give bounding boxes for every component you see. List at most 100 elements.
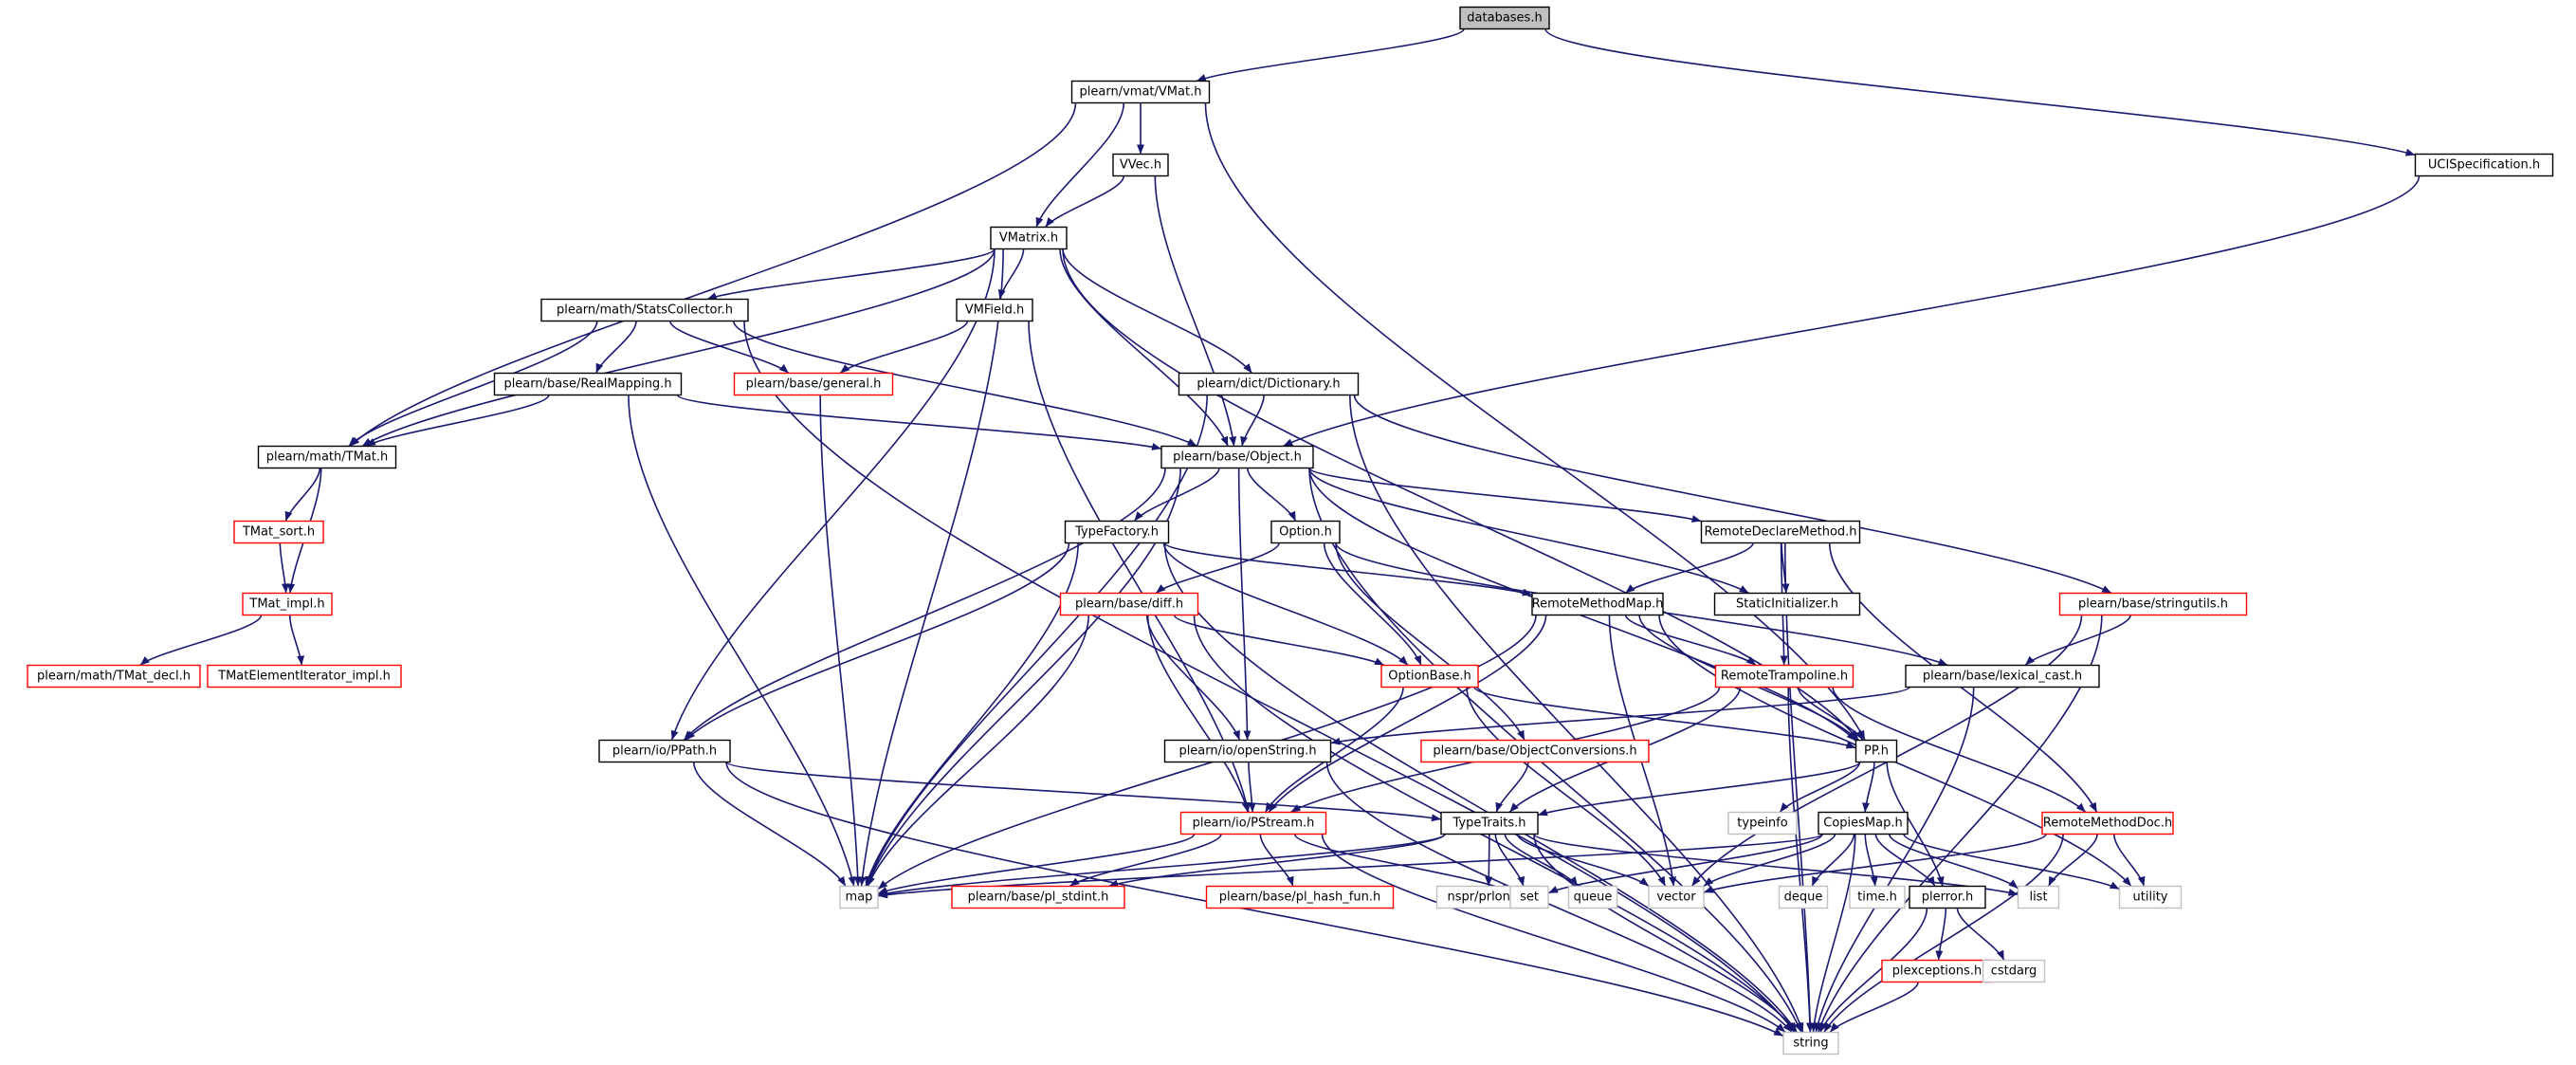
edge-pstream-to-string xyxy=(1321,834,1786,1034)
node-vmatrix[interactable]: VMatrix.h xyxy=(990,226,1068,250)
node-label: RemoteDeclareMethod.h xyxy=(1704,525,1856,540)
node-label: string xyxy=(1793,1037,1828,1051)
node-list[interactable]: list xyxy=(2017,885,2060,909)
node-timeh[interactable]: time.h xyxy=(1849,885,1906,909)
node-label: TMat_sort.h xyxy=(242,525,315,540)
node-label: plearn/base/ObjectConversions.h xyxy=(1433,744,1636,759)
node-remotetrampoline[interactable]: RemoteTrampoline.h xyxy=(1714,664,1854,689)
node-queue[interactable]: queue xyxy=(1567,885,1618,909)
node-cstdarg[interactable]: cstdarg xyxy=(1982,959,2046,983)
node-ppath[interactable]: plearn/io/PPath.h xyxy=(598,739,731,763)
node-remotedeclare[interactable]: RemoteDeclareMethod.h xyxy=(1700,520,1861,544)
node-stringutils[interactable]: plearn/base/stringutils.h xyxy=(2058,592,2248,616)
edge-diff-to-map xyxy=(867,615,1090,887)
node-label: plearn/base/general.h xyxy=(746,377,882,392)
node-vmfield[interactable]: VMField.h xyxy=(956,298,1033,322)
node-plstdint[interactable]: plearn/base/pl_stdint.h xyxy=(951,885,1125,909)
node-utility[interactable]: utility xyxy=(2118,885,2183,909)
node-box xyxy=(1818,811,1909,835)
node-box xyxy=(990,226,1068,250)
node-dictionary[interactable]: plearn/dict/Dictionary.h xyxy=(1178,372,1360,396)
node-box xyxy=(1714,664,1854,689)
node-label: CopiesMap.h xyxy=(1823,817,1902,831)
edge-copiesmap-to-list xyxy=(1888,834,2019,890)
edge-copiesmap-to-vector xyxy=(1703,834,1836,888)
node-staticinit[interactable]: StaticInitializer.h xyxy=(1713,592,1861,616)
edge-lexicalcast-to-openstring xyxy=(1330,686,1910,745)
edge-typetraits-to-queue xyxy=(1504,834,1579,888)
node-object[interactable]: plearn/base/Object.h xyxy=(1160,445,1314,469)
node-tmatsort[interactable]: TMat_sort.h xyxy=(233,520,324,544)
node-box xyxy=(1459,6,1550,30)
edge-copiesmap-to-string xyxy=(1810,834,1856,1033)
node-box xyxy=(540,298,749,322)
node-label: TMatElementIterator_impl.h xyxy=(217,670,391,684)
node-string[interactable]: string xyxy=(1782,1031,1839,1056)
edge-object-to-staticinit xyxy=(1308,468,1750,595)
edge-vmat-to-pp xyxy=(1204,102,1866,741)
node-vector[interactable]: vector xyxy=(1648,885,1705,909)
edge-pstream-to-plhashfun xyxy=(1259,834,1294,887)
edge-pstream-to-set xyxy=(1293,834,1511,893)
node-typefactory[interactable]: TypeFactory.h xyxy=(1064,520,1170,544)
node-general[interactable]: plearn/base/general.h xyxy=(733,372,894,396)
node-box xyxy=(1205,885,1395,909)
edge-optionbase-to-pp xyxy=(1473,686,1856,749)
node-realmapping[interactable]: plearn/base/RealMapping.h xyxy=(493,372,683,396)
edge-remotetrampoline-to-string xyxy=(1787,687,1814,1033)
node-set[interactable]: set xyxy=(1509,885,1549,909)
edge-ppath-to-typetraits xyxy=(725,761,1442,822)
edge-layer xyxy=(139,28,2421,1037)
edge-typetraits-to-map xyxy=(877,833,1446,897)
node-openstring[interactable]: plearn/io/openString.h xyxy=(1163,739,1332,763)
node-tmatimpl[interactable]: TMat_impl.h xyxy=(242,592,333,616)
node-pp[interactable]: PP.h xyxy=(1854,739,1898,763)
node-plhashfun[interactable]: plearn/base/pl_hash_fun.h xyxy=(1205,885,1395,909)
edge-realmapping-to-map xyxy=(628,395,856,887)
node-vmat[interactable]: plearn/vmat/VMat.h xyxy=(1070,80,1211,104)
node-label: Option.h xyxy=(1279,525,1332,540)
node-tmatdecl[interactable]: plearn/math/TMat_decl.h xyxy=(27,664,201,689)
node-copiesmap[interactable]: CopiesMap.h xyxy=(1818,811,1909,835)
node-label: TypeFactory.h xyxy=(1074,525,1159,540)
node-objconv[interactable]: plearn/base/ObjectConversions.h xyxy=(1420,739,1650,763)
edge-remotemethoddoc-to-vector xyxy=(1703,833,2047,893)
node-databases[interactable]: databases.h xyxy=(1459,6,1550,30)
node-remotemethodmap[interactable]: RemoteMethodMap.h xyxy=(1531,592,1664,616)
node-statscollector[interactable]: plearn/math/StatsCollector.h xyxy=(540,298,749,322)
node-optionbase[interactable]: OptionBase.h xyxy=(1380,664,1479,689)
node-remotemethoddoc[interactable]: RemoteMethodDoc.h xyxy=(2041,811,2174,835)
node-typetraits[interactable]: TypeTraits.h xyxy=(1440,811,1539,835)
node-vvec[interactable]: VVec.h xyxy=(1112,153,1169,177)
node-map[interactable]: map xyxy=(839,885,879,909)
edge-remotetrampoline-to-pp xyxy=(1797,687,1864,741)
edge-plerror-to-string xyxy=(1819,908,1928,1033)
node-label: plearn/base/diff.h xyxy=(1075,597,1183,612)
edge-vmat-to-vmatrix xyxy=(1035,102,1125,228)
node-tmat[interactable]: plearn/math/TMat.h xyxy=(257,445,397,469)
node-label: plerror.h xyxy=(1922,891,1974,905)
edge-realmapping-to-tmat xyxy=(365,395,550,448)
node-typeinfo[interactable]: typeinfo xyxy=(1727,811,1798,835)
node-plexceptions[interactable]: plexceptions.h xyxy=(1881,959,1993,983)
node-label: StaticInitializer.h xyxy=(1736,597,1838,612)
node-deque[interactable]: deque xyxy=(1778,885,1829,909)
node-tmatelem[interactable]: TMatElementIterator_impl.h xyxy=(207,664,402,689)
node-box xyxy=(1909,885,1986,909)
node-diff[interactable]: plearn/base/diff.h xyxy=(1059,592,1199,616)
node-label: databases.h xyxy=(1467,11,1542,26)
edge-remotemethoddoc-to-list xyxy=(2048,834,2098,887)
node-pstream[interactable]: plearn/io/PStream.h xyxy=(1179,811,1327,835)
edge-object-to-typefactory xyxy=(1133,468,1220,523)
node-lexicalcast[interactable]: plearn/base/lexical_cast.h xyxy=(1905,664,2100,689)
edge-openstring-to-pstream xyxy=(1248,762,1256,813)
node-uci[interactable]: UCISpecification.h xyxy=(2414,153,2554,177)
node-label: TMat_impl.h xyxy=(248,597,324,612)
edge-statscollector-to-string xyxy=(743,321,1796,1033)
edge-object-to-ppath xyxy=(683,468,1166,742)
node-plerror[interactable]: plerror.h xyxy=(1909,885,1986,909)
node-option[interactable]: Option.h xyxy=(1270,520,1341,544)
node-label: deque xyxy=(1784,891,1823,905)
edge-typetraits-to-plstdint xyxy=(1107,833,1446,888)
